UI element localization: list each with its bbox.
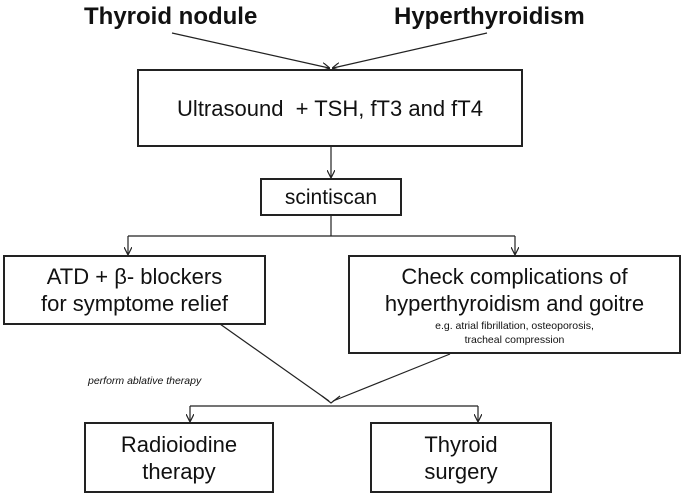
atd-box: ATD + β- blockers for symptome relief xyxy=(3,255,266,325)
atd-line-1: ATD + β- blockers xyxy=(46,264,223,289)
complications-example-line-2: tracheal compression xyxy=(464,333,565,346)
radioiodine-line-2: therapy xyxy=(142,458,216,484)
scintiscan-label: scintiscan xyxy=(284,185,378,209)
surgery-line-2: surgery xyxy=(424,458,498,484)
connector-check-to-merge xyxy=(332,353,451,402)
ablative-therapy-note: perform ablative therapy xyxy=(88,375,202,387)
atd-line-2: for symptome relief xyxy=(40,291,229,316)
ultrasound-label: Ultrasound + TSH, fT3 and fT4 xyxy=(177,95,483,121)
surgery-box: Thyroid surgery xyxy=(370,422,552,493)
complications-box: Check complications of hyperthyroidism a… xyxy=(348,255,681,354)
arrow-nodule-to-ultrasound xyxy=(171,32,329,68)
radioiodine-box: Radioiodine therapy xyxy=(84,422,274,493)
arrow-hyperthyroidism-to-ultrasound xyxy=(333,32,488,68)
ultrasound-box: Ultrasound + TSH, fT3 and fT4 xyxy=(137,69,523,147)
input-hyperthyroidism: Hyperthyroidism xyxy=(394,3,585,30)
connector-atd-to-merge xyxy=(219,323,330,402)
complications-example-line-1: e.g. atrial fibrillation, osteoporosis, xyxy=(435,319,594,332)
radioiodine-line-1: Radioiodine xyxy=(120,431,238,457)
complications-line-1: Check complications of xyxy=(401,263,628,289)
surgery-line-1: Thyroid xyxy=(424,431,498,457)
merge-arrowhead xyxy=(321,395,341,404)
scintiscan-box: scintiscan xyxy=(260,178,402,216)
complications-line-2: hyperthyroidism and goitre xyxy=(384,290,645,316)
input-thyroid-nodule: Thyroid nodule xyxy=(84,3,258,30)
